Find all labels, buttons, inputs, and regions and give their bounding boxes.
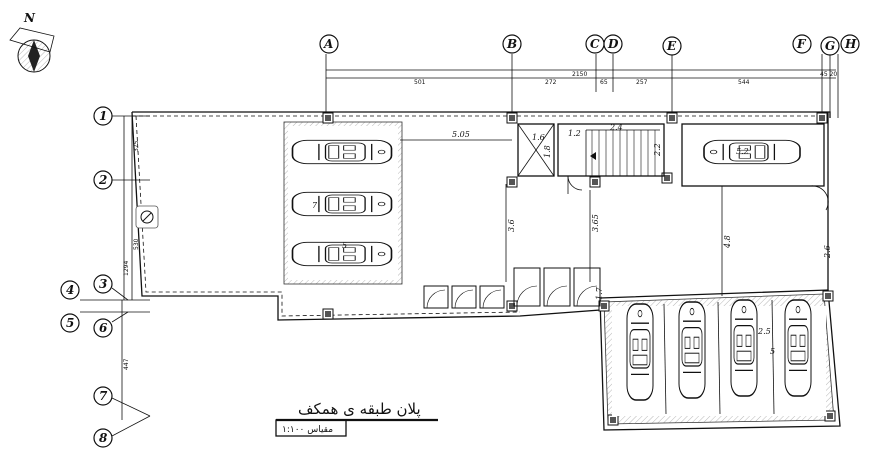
storage-units <box>423 267 601 309</box>
svg-text:8: 8 <box>99 431 108 445</box>
dim-overall-top: 2150 <box>572 71 587 78</box>
grid-bubble-b: B <box>502 34 522 54</box>
parking-area-right-bottom: 2.5 5 <box>612 299 826 416</box>
dim-fgh: 45 20 <box>820 71 837 78</box>
svg-text:B: B <box>506 37 517 51</box>
car-2 <box>291 191 393 217</box>
parking-area-right-top: 5.2 <box>681 123 829 211</box>
plan-title: پلان طبقه ی همکف <box>298 400 421 419</box>
dim-7: 7 <box>312 201 318 210</box>
stair: 1.2 2.4 2.2 <box>557 123 665 194</box>
door-swing <box>546 285 568 307</box>
scale-label: مقیاس ۱:۱۰۰ <box>282 425 333 435</box>
dim-5a: 5 <box>342 241 347 250</box>
dim-ab: 501 <box>414 79 426 86</box>
dim-left-6-7: 447 <box>123 358 130 370</box>
storage-unit <box>573 267 601 307</box>
svg-text:H: H <box>844 37 857 51</box>
car-bottom-2 <box>678 301 706 399</box>
svg-text:2.2: 2.2 <box>653 143 662 157</box>
svg-text:2.5: 2.5 <box>757 327 771 336</box>
grid-bubble-7: 7 <box>93 386 113 406</box>
storage-unit <box>451 285 477 309</box>
grid-bubble-f: F <box>792 34 812 54</box>
door-swing <box>482 289 502 309</box>
grid-bubble-8: 8 <box>93 428 113 448</box>
dim-left-2-3: 530 <box>133 238 140 250</box>
grid-bubble-g: G <box>820 36 840 56</box>
grid-columns: A B C D E F G H <box>319 34 860 118</box>
svg-text:C: C <box>590 37 600 51</box>
svg-text:7: 7 <box>99 389 108 403</box>
parking-area-left: 7 5 <box>283 121 403 285</box>
north-label: N <box>23 11 36 25</box>
car-bottom-4 <box>784 299 812 397</box>
dim-cd: 65 <box>600 79 608 86</box>
door-swing <box>426 289 446 309</box>
svg-text:4: 4 <box>66 283 74 297</box>
svg-text:1: 1 <box>99 109 107 123</box>
door-swing <box>516 285 538 307</box>
svg-text:5: 5 <box>66 316 74 330</box>
svg-text:G: G <box>825 39 835 53</box>
storage-unit <box>479 285 505 309</box>
svg-text:3.65: 3.65 <box>591 214 600 232</box>
grid-rows: 1 2 3 4 5 6 7 8 <box>60 106 151 448</box>
elevator-shaft: 1.6 1.8 <box>517 123 555 177</box>
svg-text:2.6: 2.6 <box>823 245 832 259</box>
svg-text:1.8: 1.8 <box>543 145 552 158</box>
svg-text:3.6: 3.6 <box>507 219 516 232</box>
dim-left-overall: 1294 <box>123 261 130 276</box>
interior-dimensions: 3.6 3.65 4.8 2.6 1.7 <box>505 184 832 300</box>
svg-text:E: E <box>666 39 677 53</box>
left-dimensions: 375 530 1294 447 <box>123 116 140 370</box>
car-1 <box>291 139 393 165</box>
grid-bubble-3: 3 <box>93 274 113 294</box>
door-swing <box>576 285 598 307</box>
svg-text:2.4: 2.4 <box>609 123 623 132</box>
svg-text:4.8: 4.8 <box>723 235 732 249</box>
svg-text:2: 2 <box>98 173 107 187</box>
dim-de: 257 <box>636 79 648 86</box>
car-bottom-1 <box>626 303 654 401</box>
storage-unit <box>543 267 571 307</box>
grid-bubble-5: 5 <box>60 313 80 333</box>
storage-unit <box>423 285 449 309</box>
svg-text:A: A <box>323 37 333 51</box>
grid-bubble-a: A <box>319 34 339 54</box>
grid-bubble-e: E <box>662 36 682 56</box>
grid-bubble-h: H <box>840 34 860 54</box>
door-swing <box>454 289 474 309</box>
grid-bubble-c: C <box>585 34 605 54</box>
car-top-right <box>703 139 801 165</box>
dim-bc: 272 <box>545 79 557 86</box>
grid-bubble-6: 6 <box>93 318 113 338</box>
storage-unit <box>513 267 541 307</box>
svg-text:F: F <box>796 37 807 51</box>
title-block: پلان طبقه ی همکف مقیاس ۱:۱۰۰ <box>275 400 438 437</box>
svg-text:5.2: 5.2 <box>736 147 749 156</box>
north-arrow: N <box>9 11 55 73</box>
dim-505-group: 5.05 <box>400 130 512 141</box>
svg-text:5: 5 <box>770 347 775 356</box>
grid-bubble-d: D <box>603 34 623 54</box>
car-bottom-3 <box>730 299 758 397</box>
dim-ef: 544 <box>738 79 750 86</box>
svg-text:5.05: 5.05 <box>452 130 470 139</box>
grid-bubble-2: 2 <box>93 170 113 190</box>
dim-left-1-2: 375 <box>133 140 140 152</box>
svg-text:6: 6 <box>99 321 108 335</box>
svg-text:D: D <box>607 37 619 51</box>
top-dimensions: 2150 501 272 65 257 544 45 20 <box>326 69 837 86</box>
grid-bubble-1: 1 <box>93 106 113 126</box>
svg-text:1.6: 1.6 <box>532 133 545 142</box>
svg-text:3: 3 <box>99 277 107 291</box>
no-entry-icon <box>135 205 159 229</box>
grid-bubble-4: 4 <box>60 280 80 300</box>
svg-text:1.2: 1.2 <box>568 129 581 138</box>
